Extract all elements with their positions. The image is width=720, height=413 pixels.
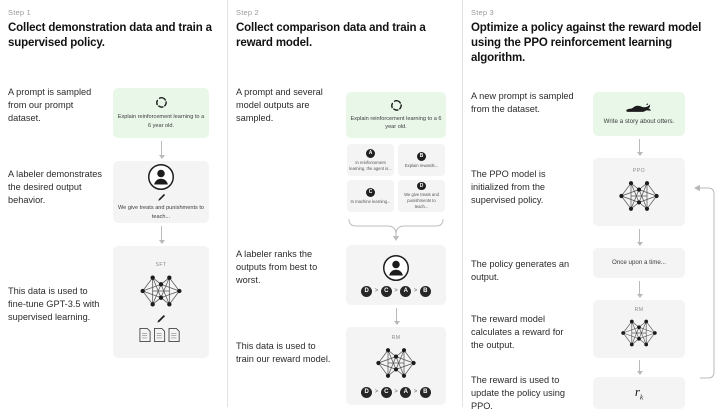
step-2-desc-2: A labeler ranks the outputs from best to… — [236, 249, 318, 286]
step-1-desc-3: This data is used to fine-tune GPT-3.5 w… — [8, 286, 100, 323]
step-3-desc-3: The policy generates an output. — [471, 259, 570, 283]
rm-rank-sep-2: > — [394, 389, 398, 395]
step-2-labeler-rank-card[interactable]: D > C > A > B — [346, 245, 446, 305]
output-text-a: In reinforcement learning, the agent is.… — [349, 159, 392, 171]
step-3-desc-4: The reward model calculates a reward for… — [471, 314, 564, 351]
step-3-arrow-4 — [636, 360, 643, 375]
step-3-rm-tag: RM — [634, 307, 644, 313]
step-2-desc-1: A prompt and several model outputs are s… — [236, 87, 323, 124]
step-3-desc-5: The reward is used to update the policy … — [471, 375, 565, 412]
neural-network-icon — [371, 343, 421, 383]
step-2-output-a[interactable]: A In reinforcement learning, the agent i… — [347, 144, 394, 176]
step-1-sft-card[interactable]: SFT — [113, 246, 209, 358]
step-3-arrow-3 — [636, 281, 643, 298]
step-1-sft-tag: SFT — [155, 261, 167, 268]
ppo-feedback-loop-arrow — [682, 176, 718, 396]
dashed-circle-icon — [390, 99, 403, 112]
step-2-output-d[interactable]: D We give treats and punishments to teac… — [398, 180, 445, 212]
rm-rank-badge-3: A — [400, 386, 412, 398]
pencil-icon — [156, 314, 166, 324]
step-1-labeler-card[interactable]: We give treats and punishments to teach.… — [113, 161, 209, 223]
step-1-label: Step 1 — [8, 8, 31, 17]
rank-sep-2: > — [394, 288, 398, 294]
step-2-desc-3: This data is used to train our reward mo… — [236, 341, 331, 365]
rank-sep-1: > — [374, 288, 379, 294]
neural-network-icon — [616, 315, 662, 351]
step-3-desc-1: A new prompt is sampled from the dataset… — [471, 91, 574, 115]
output-badge-d: D — [417, 182, 426, 191]
step-2-column: Step 2 Collect comparison data and train… — [227, 0, 462, 407]
step-2-arrow-1 — [393, 308, 400, 325]
step-3-output-card[interactable]: Once upon a time... — [593, 248, 685, 278]
step-3-title: Optimize a policy against the reward mod… — [471, 22, 702, 65]
step-3-rm-card[interactable]: RM — [593, 300, 685, 358]
reward-formula-base: r — [634, 384, 640, 400]
step-1-column: Step 1 Collect demonstration data and tr… — [0, 0, 227, 407]
neural-network-icon — [136, 270, 186, 312]
step-1-prompt-text: Explain reinforcement learning to a 6 ye… — [117, 114, 205, 129]
rank-badge-1: D — [361, 285, 373, 297]
rm-rank-sep-1: > — [374, 389, 379, 395]
dashed-circle-icon — [155, 96, 168, 109]
output-text-b: Explain rewards... — [404, 162, 439, 168]
output-text-d: We give treats and punishments to teach.… — [404, 192, 439, 210]
output-badge-a: A — [366, 148, 375, 158]
step-2-prompt-text: Explain reinforcement learning to a 6 ye… — [350, 115, 442, 130]
rank-badge-3: A — [400, 285, 412, 297]
step-2-rm-card[interactable]: RM — [346, 327, 446, 405]
rank-sep-3: > — [413, 288, 418, 294]
output-text-c: In machine learning... — [350, 198, 391, 204]
step-1-title: Collect demonstration data and train a s… — [8, 22, 212, 50]
step-3-ppo-card[interactable]: PPO — [593, 158, 685, 226]
rank-badge-2: C — [380, 285, 392, 297]
step-2-label: Step 2 — [236, 8, 259, 17]
pencil-icon — [157, 193, 166, 202]
step-3-output-text: Once upon a time... — [612, 258, 666, 266]
step-2-output-b[interactable]: B Explain rewards... — [398, 144, 445, 176]
step-3-ppo-tag: PPO — [632, 168, 646, 174]
otter-icon — [624, 101, 654, 115]
step-3-prompt-card[interactable]: Write a story about otters. — [593, 92, 685, 136]
step-3-arrow-1 — [636, 139, 643, 156]
documents-icon — [138, 327, 184, 343]
reward-formula: rk — [635, 384, 643, 402]
rm-rank-badge-4: B — [419, 386, 431, 398]
rm-rank-badge-1: D — [361, 386, 373, 398]
step-1-desc-1: A prompt is sampled from our prompt data… — [8, 87, 92, 124]
output-badge-c: C — [366, 187, 375, 197]
neural-network-icon — [614, 176, 664, 216]
step-1-labeler-text: We give treats and punishments to teach.… — [117, 205, 205, 220]
output-badge-b: B — [417, 151, 426, 161]
step-3-column: Step 3 Optimize a policy against the rew… — [462, 0, 720, 411]
step-2-prompt-card[interactable]: Explain reinforcement learning to a 6 ye… — [346, 92, 446, 138]
step-2-rm-tag: RM — [391, 334, 401, 341]
step-2-outputs-grid: A In reinforcement learning, the agent i… — [347, 144, 445, 212]
step-2-converge-brace — [347, 217, 445, 243]
step-3-reward-card[interactable]: rk — [593, 377, 685, 409]
step-3-prompt-text: Write a story about otters. — [603, 118, 675, 125]
rm-rank-badge-2: C — [380, 386, 392, 398]
step-3-label: Step 3 — [471, 8, 494, 17]
step-2-ranking-row: D > C > A > B — [361, 285, 431, 297]
step-2-title: Collect comparison data and train a rewa… — [236, 22, 426, 50]
step-3-arrow-2 — [636, 229, 643, 246]
rank-badge-4: B — [419, 285, 431, 297]
step-2-output-c[interactable]: C In machine learning... — [347, 180, 394, 212]
rm-rank-sep-3: > — [413, 389, 418, 395]
step-1-prompt-card[interactable]: Explain reinforcement learning to a 6 ye… — [113, 88, 209, 138]
step-3-desc-2: The PPO model is initialized from the su… — [471, 169, 546, 206]
step-1-desc-2: A labeler demonstrates the desired outpu… — [8, 169, 102, 206]
person-circle-icon — [147, 163, 175, 191]
reward-formula-sub: k — [639, 393, 644, 402]
step-2-rm-ranking-row: D > C > A > B — [361, 386, 431, 398]
person-circle-icon — [382, 254, 410, 282]
step-1-arrow-1 — [158, 141, 165, 159]
step-1-arrow-2 — [158, 226, 165, 244]
